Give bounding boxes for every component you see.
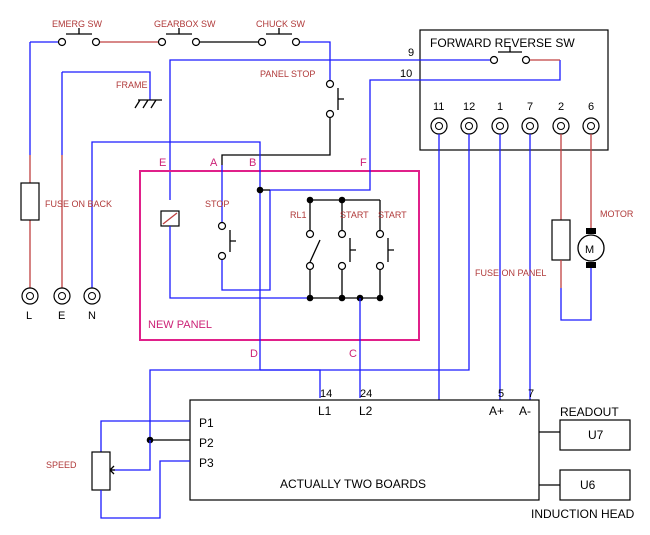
terminal-p3: P3: [199, 456, 214, 470]
fr-terminal-7: 7: [527, 101, 533, 113]
motor-return-wire: [560, 268, 592, 321]
terminal-aminus: A-: [519, 404, 531, 418]
new-panel-box: [139, 170, 420, 341]
terminal-l1: L1: [318, 404, 332, 418]
frame-ground: [62, 71, 162, 109]
panel-point-c: C: [349, 348, 357, 360]
d-wire: [260, 369, 321, 398]
gearbox-sw-label: GEARBOX SW: [154, 19, 216, 29]
motor-icon: M: [577, 228, 605, 268]
frame-label: FRAME: [116, 80, 148, 90]
junction-dot: [376, 294, 384, 302]
u6-box: [559, 469, 631, 501]
u7-label: U7: [588, 428, 604, 442]
panel-point-e: E: [159, 157, 166, 169]
start-bus-drops: [309, 200, 381, 230]
fuse-on-panel-label: FUSE ON PANEL: [475, 268, 546, 278]
forward-reverse-title: FORWARD REVERSE SW: [430, 36, 575, 50]
fr-terminal-6: 6: [588, 101, 594, 113]
mains-n-label: N: [88, 310, 96, 322]
relay-coil: [160, 210, 310, 299]
gearbox-switch: [157, 28, 201, 47]
mains-l-label: L: [26, 310, 32, 322]
wire-9-label: 9: [408, 47, 414, 59]
start-1-label: START: [340, 210, 369, 220]
mains-e-label: E: [58, 310, 65, 322]
fr-terminal-2: 2: [558, 101, 564, 113]
junction-dot: [338, 294, 346, 302]
top-bus: [270, 155, 371, 191]
forward-reverse-box: [419, 29, 609, 151]
terminal-p2: P2: [199, 436, 214, 450]
terminal-l2: L2: [359, 404, 373, 418]
start-switch-2: [375, 229, 394, 271]
stop-label: STOP: [205, 199, 229, 209]
panel-stop-label: PANEL STOP: [260, 69, 315, 79]
node-7: 7: [528, 388, 534, 400]
chuck-switch: [257, 28, 301, 47]
neutral-wire: [91, 141, 261, 290]
start-2-label: START: [378, 210, 407, 220]
emerg-switch: [57, 28, 101, 47]
fr-terminal-11: 11: [433, 101, 444, 113]
panel-point-b: B: [249, 157, 256, 169]
node-24: 24: [360, 388, 372, 400]
fr-terminals: [430, 117, 600, 135]
wire-9: [169, 59, 490, 200]
fr-internal-switch: [489, 46, 560, 65]
fr-terminal-12: 12: [463, 101, 475, 113]
junction-dot: [338, 196, 346, 204]
rl1-contact: [305, 229, 321, 271]
rl1-label: RL1: [290, 210, 307, 220]
terminal-aplus: A+: [489, 404, 504, 418]
new-panel-title: NEW PANEL: [148, 319, 212, 331]
junction-dot: [256, 186, 264, 194]
speed-potentiometer: [91, 420, 190, 519]
speed-label: SPEED: [46, 460, 77, 470]
panel-point-d: D: [250, 348, 258, 360]
induction-head-label: INDUCTION HEAD: [531, 507, 635, 521]
wire-10: [369, 60, 561, 155]
bottom-drops: [309, 270, 381, 298]
u7-box: [559, 419, 631, 451]
start-switch-1: [337, 229, 356, 271]
node-14: 14: [320, 388, 332, 400]
junction-dot: [306, 196, 314, 204]
fuse-on-panel: [551, 219, 571, 261]
fuse-on-back: [20, 182, 40, 221]
fr-terminal-1: 1: [497, 101, 503, 113]
node-5: 5: [498, 388, 504, 400]
emerg-sw-label: EMERG SW: [52, 19, 103, 29]
terminal-p1: P1: [199, 416, 214, 430]
top-switch-chain: [29, 41, 331, 290]
panel-stop-switch: [221, 52, 344, 165]
junction-dot: [306, 294, 314, 302]
wire-10-label: 10: [400, 68, 412, 80]
motor-label: MOTOR: [600, 209, 634, 219]
readout-label: READOUT: [560, 405, 619, 419]
panel-point-a: A: [210, 157, 218, 169]
panel-point-f: F: [360, 157, 367, 169]
boards-title: ACTUALLY TWO BOARDS: [280, 477, 426, 491]
u6-label: U6: [580, 478, 596, 492]
stop-switch: [217, 165, 271, 291]
chuck-sw-label: CHUCK SW: [256, 19, 306, 29]
fuse-on-back-label: FUSE ON BACK: [45, 199, 112, 209]
mains-terminals: [21, 287, 101, 305]
boards-box: [189, 399, 540, 501]
motor-symbol: M: [585, 244, 594, 256]
